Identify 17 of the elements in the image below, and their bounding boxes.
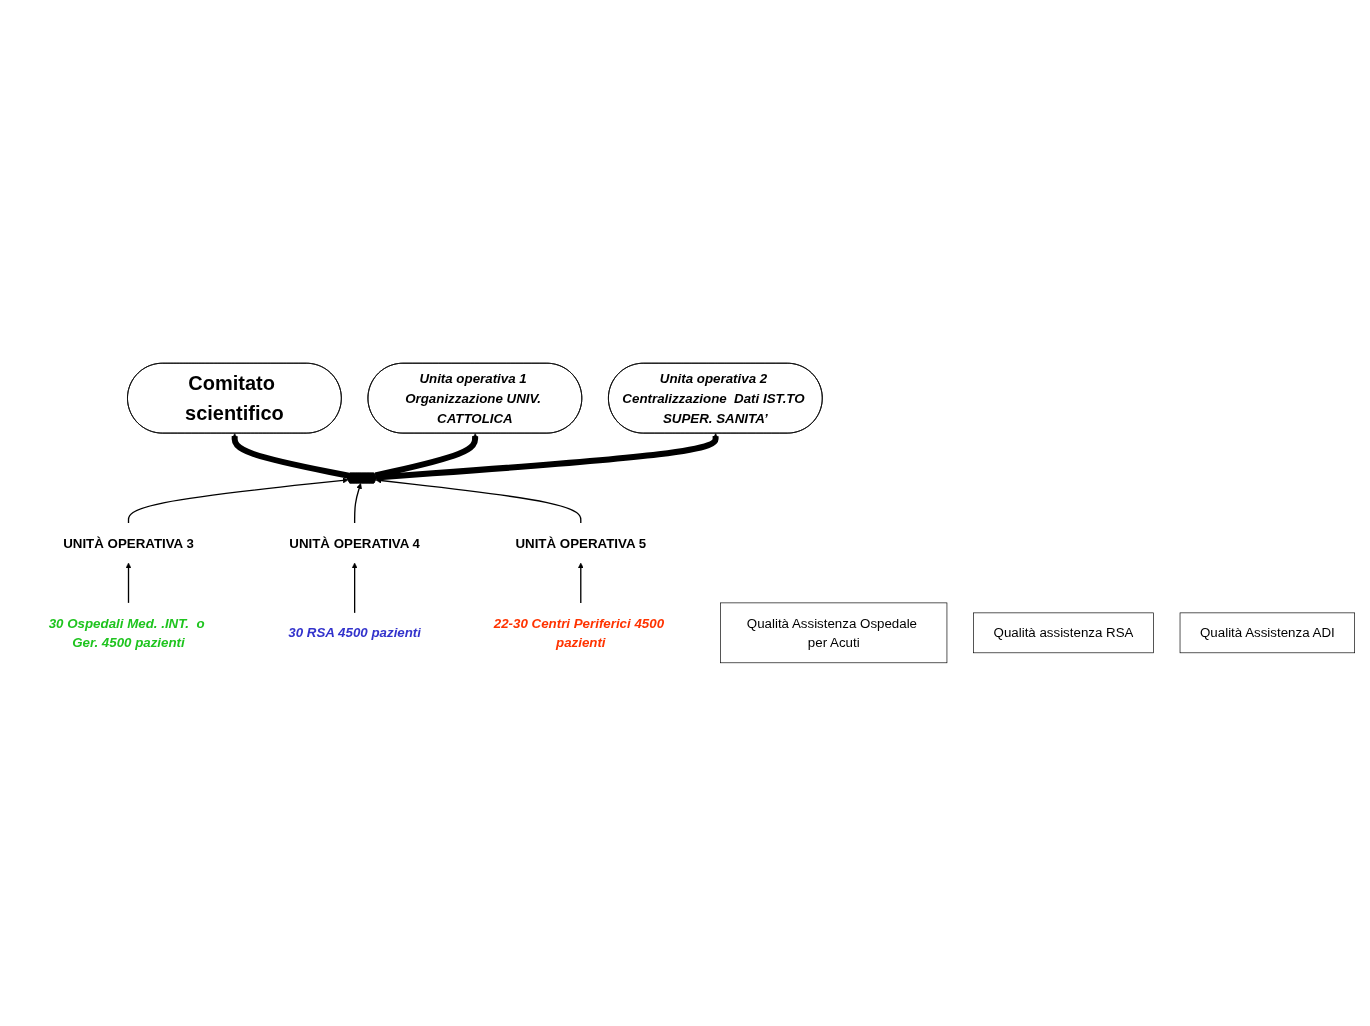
arrow bbox=[125, 562, 132, 604]
arrow bbox=[353, 483, 362, 524]
node-box: Qualità Assistenza Ospedale per Acuti bbox=[720, 602, 948, 664]
arrow bbox=[577, 562, 584, 604]
arrow bbox=[127, 477, 349, 524]
node-text: 30 Ospedali Med. .INT. o Ger. 4500 pazienti bbox=[48, 615, 205, 651]
arrow bbox=[351, 562, 358, 614]
node-box: Qualità Assistenza ADI bbox=[1179, 612, 1355, 654]
arrow bbox=[376, 433, 719, 481]
node-text: 30 RSA 4500 pazienti bbox=[288, 625, 422, 641]
node-text: UNITÀ OPERATIVA 4 bbox=[289, 535, 420, 551]
arrow bbox=[375, 477, 582, 524]
node-box: Qualità assistenza RSA bbox=[973, 612, 1154, 654]
arrow bbox=[231, 433, 350, 479]
node-text: UNITÀ OPERATIVA 3 bbox=[63, 535, 194, 551]
node-text: UNITÀ OPERATIVA 5 bbox=[515, 535, 647, 551]
node-text: 22-30 Centri Periferici 4500 pazienti bbox=[493, 615, 665, 651]
